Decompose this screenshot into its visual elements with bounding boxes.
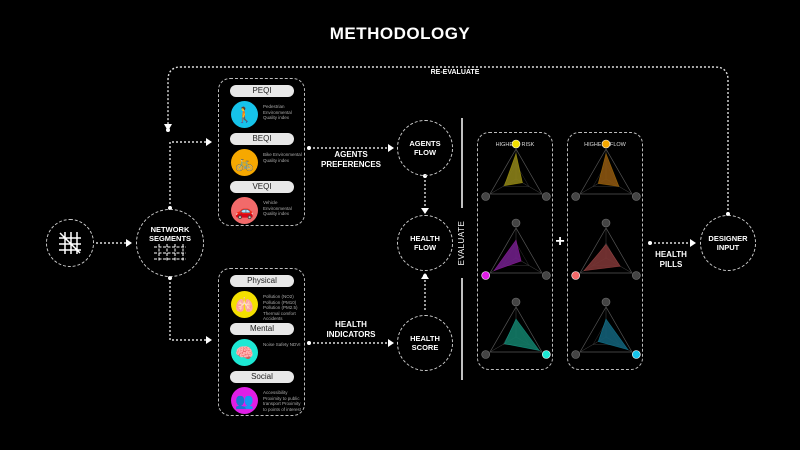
- radar-axis-icon-social: [481, 271, 490, 280]
- veqi-pill: VEQI: [230, 181, 294, 193]
- radar-frame: [489, 148, 543, 195]
- radar-series: [583, 243, 621, 272]
- health-score-label: HEALTH SCORE: [410, 334, 440, 352]
- mental-pill: Mental: [230, 323, 294, 335]
- radar-chart: [481, 139, 551, 201]
- radar-frame: [579, 306, 633, 353]
- network-segments-node: NETWORK SEGMENTS: [136, 209, 204, 277]
- radar-frame: [579, 227, 633, 274]
- veqi-description: Vehicle Environmental Quality index: [263, 200, 292, 217]
- radar-series: [493, 239, 522, 272]
- agents-flow-node: AGENTS FLOW: [397, 120, 453, 176]
- health-flow-label: HEALTH FLOW: [410, 234, 440, 252]
- radar-frame: [579, 148, 633, 195]
- radar-chart: [571, 218, 641, 280]
- health-flow-node: HEALTH FLOW: [397, 215, 453, 271]
- car-icon: 🚗: [231, 197, 258, 224]
- radar-axis-icon-vehicle: [571, 350, 580, 359]
- health-pills-label: HEALTH PILLS: [655, 250, 687, 269]
- beqi-pill: BEQI: [230, 133, 294, 145]
- street-grid-icon: [59, 232, 81, 254]
- radar-axis-icon-mental: [542, 350, 551, 359]
- re-evaluate-loop: [167, 66, 729, 214]
- radar-series: [597, 318, 629, 351]
- plus-sign: +: [555, 233, 565, 250]
- health-indicators-label: HEALTH INDICATORS: [326, 320, 376, 339]
- bike-icon: 🚲: [231, 149, 258, 176]
- mental-description: Noise Safety NDVI: [263, 342, 301, 347]
- radar-chart: [481, 297, 551, 359]
- designer-input-node: DESIGNER INPUT: [700, 215, 756, 271]
- network-icon: [154, 244, 186, 261]
- health-score-node: HEALTH SCORE: [397, 315, 453, 371]
- radar-axis-icon-mental: [542, 192, 551, 201]
- indicators-box: Physical 🫁 Pollution (NO2) Pollution (PM…: [218, 268, 305, 416]
- radar-axis-icon-social: [481, 192, 490, 201]
- radar-axis-icon-physical: [511, 218, 521, 228]
- radar-series: [503, 318, 541, 351]
- radar-axis-icon-pedestrian: [632, 271, 641, 280]
- highest-flow-panel: HIGHEST FLOW: [567, 132, 643, 370]
- social-description: Accessibility Proximity to public transp…: [263, 390, 302, 412]
- agents-flow-label: AGENTS FLOW: [409, 139, 441, 157]
- beqi-description: Bike Environmental Quality index: [263, 152, 302, 163]
- radar-chart: [481, 218, 551, 280]
- network-segments-label: NETWORK SEGMENTS: [148, 225, 192, 243]
- street-grid-node: [46, 219, 94, 267]
- radar-axis-icon-vehicle: [571, 271, 580, 280]
- radar-axis-icon-physical: [511, 139, 521, 149]
- radar-axis-icon-bike: [601, 139, 611, 149]
- radar-series: [503, 152, 523, 187]
- people-network-icon: 👥: [231, 387, 258, 414]
- lungs-icon: 🫁: [231, 291, 258, 318]
- agents-preferences-label: AGENTS PREFERENCES: [320, 150, 381, 169]
- radar-series: [597, 152, 620, 187]
- radar-chart: [571, 297, 641, 359]
- radar-frame: [489, 227, 543, 274]
- radar-axis-icon-vehicle: [571, 192, 580, 201]
- peqi-pill: PEQI: [230, 85, 294, 97]
- peqi-description: Pedestrian Environmental Quality index: [263, 104, 292, 121]
- pedestrian-icon: 🚶: [231, 101, 258, 128]
- radar-axis-icon-bike: [601, 297, 611, 307]
- radar-axis-icon-pedestrian: [632, 192, 641, 201]
- re-evaluate-label: RE-EVALUATE: [430, 69, 480, 76]
- radar-frame: [489, 306, 543, 353]
- social-pill: Social: [230, 371, 294, 383]
- physical-pill: Physical: [230, 275, 294, 287]
- highest-risk-panel: HIGHEST RISK: [477, 132, 553, 370]
- preferences-box: PEQI 🚶 Pedestrian Environmental Quality …: [218, 78, 305, 226]
- radar-chart: [571, 139, 641, 201]
- physical-description: Pollution (NO2) Pollution (PM10) Polluti…: [263, 294, 298, 322]
- radar-axis-icon-bike: [601, 218, 611, 228]
- page-title: METHODOLOGY: [329, 24, 471, 43]
- designer-input-label: DESIGNER INPUT: [708, 234, 748, 252]
- radar-axis-icon-mental: [542, 271, 551, 280]
- radar-axis-icon-physical: [511, 297, 521, 307]
- evaluate-label: EVALUATE: [457, 208, 467, 278]
- radar-axis-icon-social: [481, 350, 490, 359]
- brain-icon: 🧠: [231, 339, 258, 366]
- radar-axis-icon-pedestrian: [632, 350, 641, 359]
